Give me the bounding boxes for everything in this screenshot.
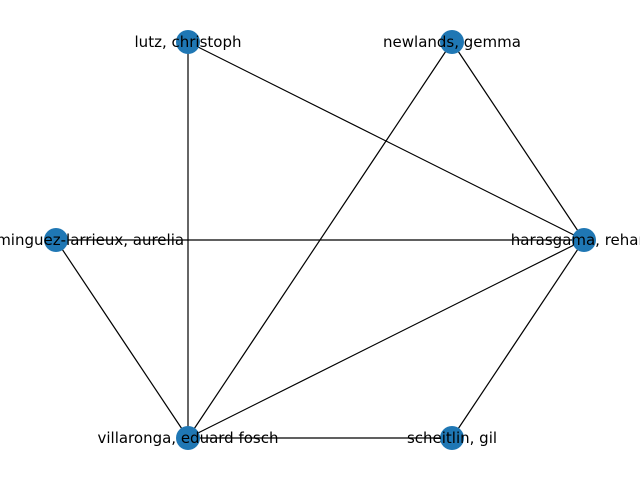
labels-layer: lutz, christoph newlands, gemma harasgama,… — [0, 33, 640, 447]
node-label-harasgama: harasgama, rehana — [511, 231, 640, 249]
edge-scheitlin-harasgama — [451, 239, 585, 439]
node-label-newlands: newlands, gemma — [383, 33, 521, 51]
node-label-aurelia: jobert-dominguez-larrieux, aurelia — [0, 231, 184, 249]
edge-villaronga-harasgama — [187, 239, 585, 439]
node-label-villaronga: villaronga, eduard fosch — [97, 429, 278, 447]
node-label-scheitlin: scheitlin, gil — [407, 429, 497, 447]
node-lutz — [176, 30, 200, 54]
node-scheitlin — [440, 426, 464, 450]
node-villaronga — [176, 426, 200, 450]
edges-layer — [55, 41, 585, 439]
edge-aurelia-villaronga — [55, 239, 189, 439]
node-newlands — [440, 30, 464, 54]
nodes-layer — [44, 30, 596, 450]
edge-newlands-harasgama — [451, 41, 585, 241]
node-aurelia — [44, 228, 68, 252]
node-harasgama — [572, 228, 596, 252]
node-label-lutz: lutz, christoph — [135, 33, 242, 51]
